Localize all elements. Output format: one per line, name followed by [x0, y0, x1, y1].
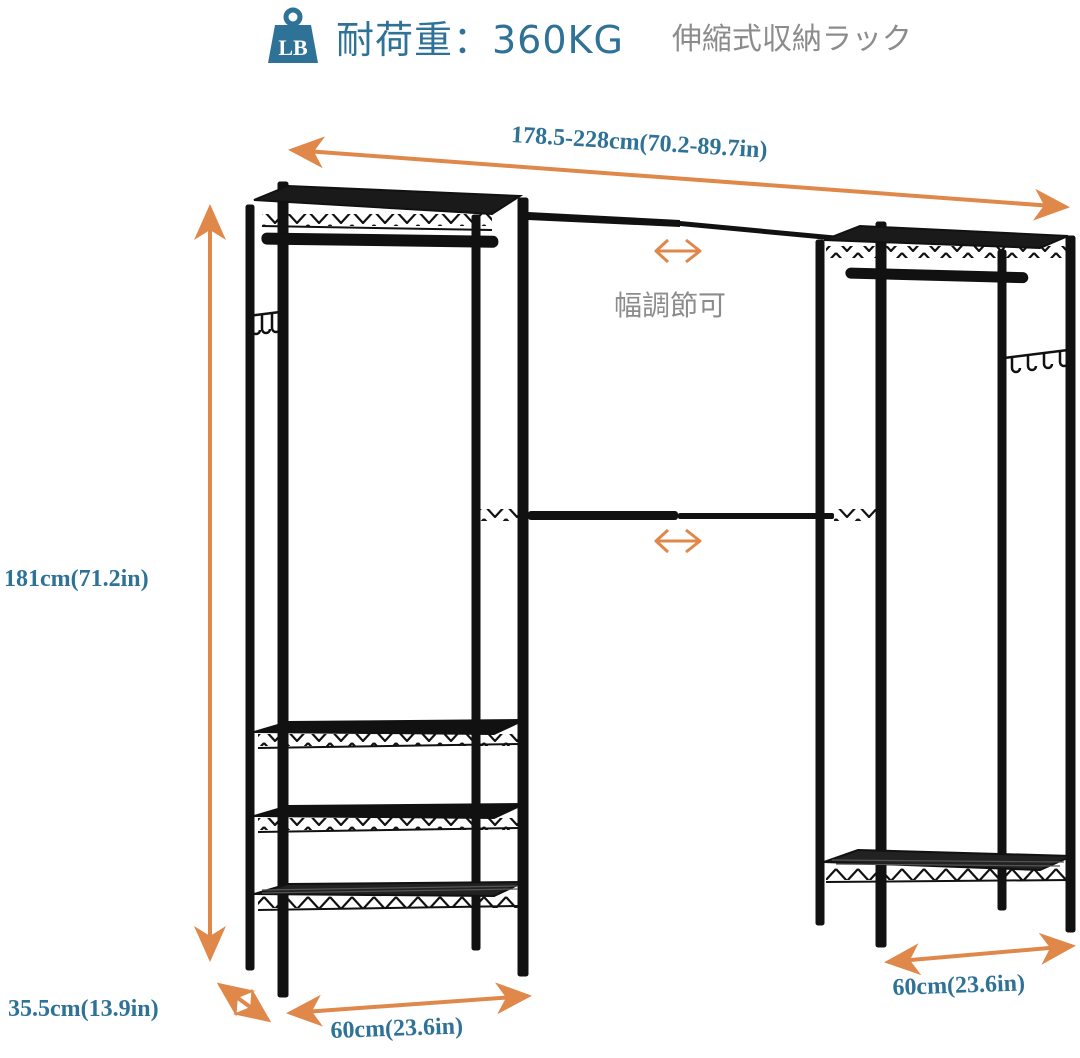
- depth-dimension-arrow: [216, 982, 272, 1023]
- depth-label: 35.5cm(13.9in): [8, 996, 159, 1022]
- header: LB 耐荷重：360KG 伸縮式収納ラック: [266, 4, 912, 68]
- width-dimension-arrow: [288, 136, 1070, 221]
- expand-horizontal-icon: [654, 528, 702, 554]
- adjustable-width-note: 幅調節可: [614, 289, 727, 322]
- right-unit-width-label: 60cm(23.6in): [892, 970, 1026, 1001]
- left-unit-width-label: 60cm(23.6in): [330, 1013, 464, 1044]
- expand-horizontal-icon: [654, 238, 702, 264]
- telescopic-top-rod: [528, 212, 840, 241]
- height-label: 181cm(71.2in): [4, 566, 149, 592]
- weight-lb-icon: LB: [266, 7, 320, 65]
- right-rack-unit: [815, 221, 1076, 948]
- left-unit-width-arrow: [286, 982, 532, 1027]
- load-capacity-label: 耐荷重：360KG: [336, 17, 624, 62]
- telescopic-middle-rod: [476, 509, 882, 521]
- right-unit-width-arrow: [884, 932, 1076, 976]
- product-type-label: 伸縮式収納ラック: [671, 22, 912, 57]
- lb-icon-text: LB: [278, 35, 308, 60]
- left-rack-unit: [245, 181, 529, 998]
